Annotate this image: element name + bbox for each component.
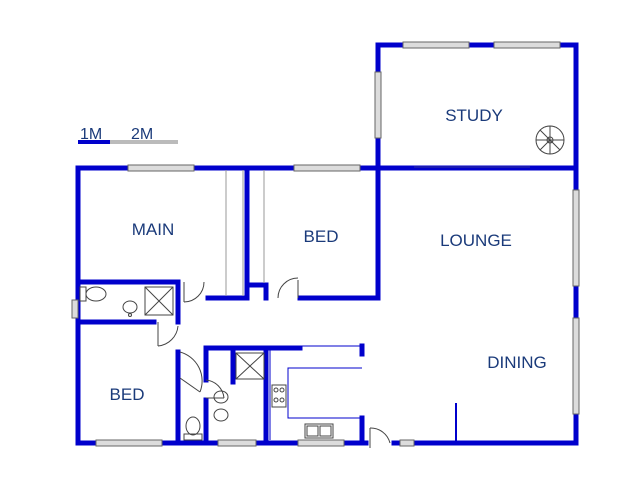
- toilet-bathroom-icon: [183, 416, 203, 441]
- door-ensuite: [157, 322, 179, 347]
- stove-icon: [271, 384, 287, 408]
- window-bath-bottom: [217, 439, 257, 447]
- basin-ensuite-icon: [122, 300, 138, 317]
- kitchen-sink-icon: [304, 423, 334, 439]
- room-label-bed-bottom: BED: [110, 385, 145, 404]
- spiral-staircase-icon: [535, 125, 565, 155]
- window-dining-right: [572, 317, 580, 415]
- kitchen-counter-outline: [287, 367, 362, 419]
- room-labels: STUDY MAIN BED LOUNGE DINING BED: [110, 106, 547, 404]
- basin-bathroom-2-icon: [213, 408, 229, 422]
- room-label-lounge: LOUNGE: [440, 231, 512, 250]
- doors: [157, 277, 391, 448]
- door-bed-top: [277, 277, 299, 299]
- shower-ensuite-icon: [144, 286, 174, 316]
- window-lounge-right: [572, 189, 580, 287]
- window-ensuite-left: [71, 299, 79, 319]
- scale-label-1m: 1M: [80, 126, 102, 143]
- window-study-top-2: [493, 41, 561, 49]
- window-entrance-bottom: [399, 439, 415, 447]
- window-kitchen-bottom: [297, 439, 345, 447]
- door-entrance: [369, 427, 391, 448]
- scale-bar: 1M 2M: [78, 126, 178, 144]
- window-study-left: [374, 71, 382, 139]
- door-bed-bottom: [179, 351, 203, 393]
- room-label-dining: DINING: [487, 353, 547, 372]
- basin-bathroom-1-icon: [213, 390, 229, 404]
- window-bed-top: [293, 164, 361, 172]
- window-main-top: [127, 164, 195, 172]
- toilet-ensuite-icon: [79, 286, 107, 302]
- interior-lines: [225, 170, 362, 440]
- room-label-bed-top: BED: [304, 227, 339, 246]
- shower-bathroom-icon: [235, 352, 265, 380]
- window-bed-bottom: [95, 439, 163, 447]
- room-label-main: MAIN: [132, 220, 175, 239]
- scale-label-2m: 2M: [131, 126, 153, 143]
- fixtures: [79, 125, 565, 441]
- window-study-top-1: [402, 41, 470, 49]
- windows: [71, 41, 580, 447]
- door-bathroom: [205, 379, 225, 399]
- door-main: [183, 281, 205, 303]
- room-label-study: STUDY: [445, 106, 503, 125]
